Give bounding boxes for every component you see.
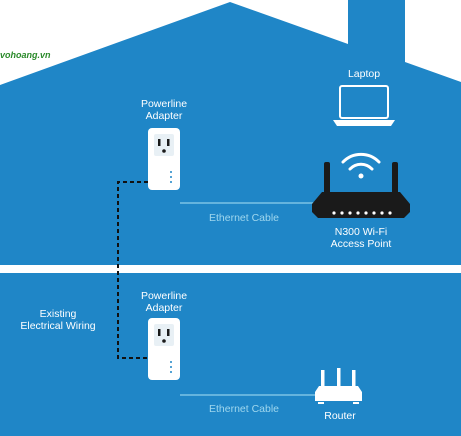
access-point-icon [312,162,410,218]
upper-cable-label: Ethernet Cable [208,212,280,224]
upper-adapter-label-line1: Powerline [140,98,188,110]
access-point-label-line2: Access Point [330,238,392,250]
wifi-icon [341,152,381,179]
lower-adapter-label-line1: Powerline [140,290,188,302]
laptop-label: Laptop [347,68,381,80]
logo-mark [4,11,37,41]
upper-adapter-label-line2: Adapter [145,110,183,122]
router-label: Router [324,410,356,422]
laptop-icon [333,85,395,126]
electrical-wiring-label-line2: Electrical Wiring [20,320,96,332]
upper-adapter-label: Powerline Adapter [128,98,200,122]
router-icon [315,368,362,404]
electrical-wiring-label: Existing Electrical Wiring [6,308,110,332]
powerline-adapter-upper [148,128,180,190]
floor-divider [0,265,461,273]
electrical-wiring-line [117,181,148,359]
lower-adapter-label: Powerline Adapter [128,290,200,314]
watermark-text: vohoang.vn [0,50,51,60]
access-point-label-line1: N300 Wi-Fi [334,226,388,238]
lower-adapter-label-line2: Adapter [145,302,183,314]
electrical-wiring-label-line1: Existing [39,308,77,320]
lower-cable-label: Ethernet Cable [208,403,280,415]
access-point-label: N300 Wi-Fi Access Point [318,226,404,250]
powerline-adapter-lower [148,318,180,380]
